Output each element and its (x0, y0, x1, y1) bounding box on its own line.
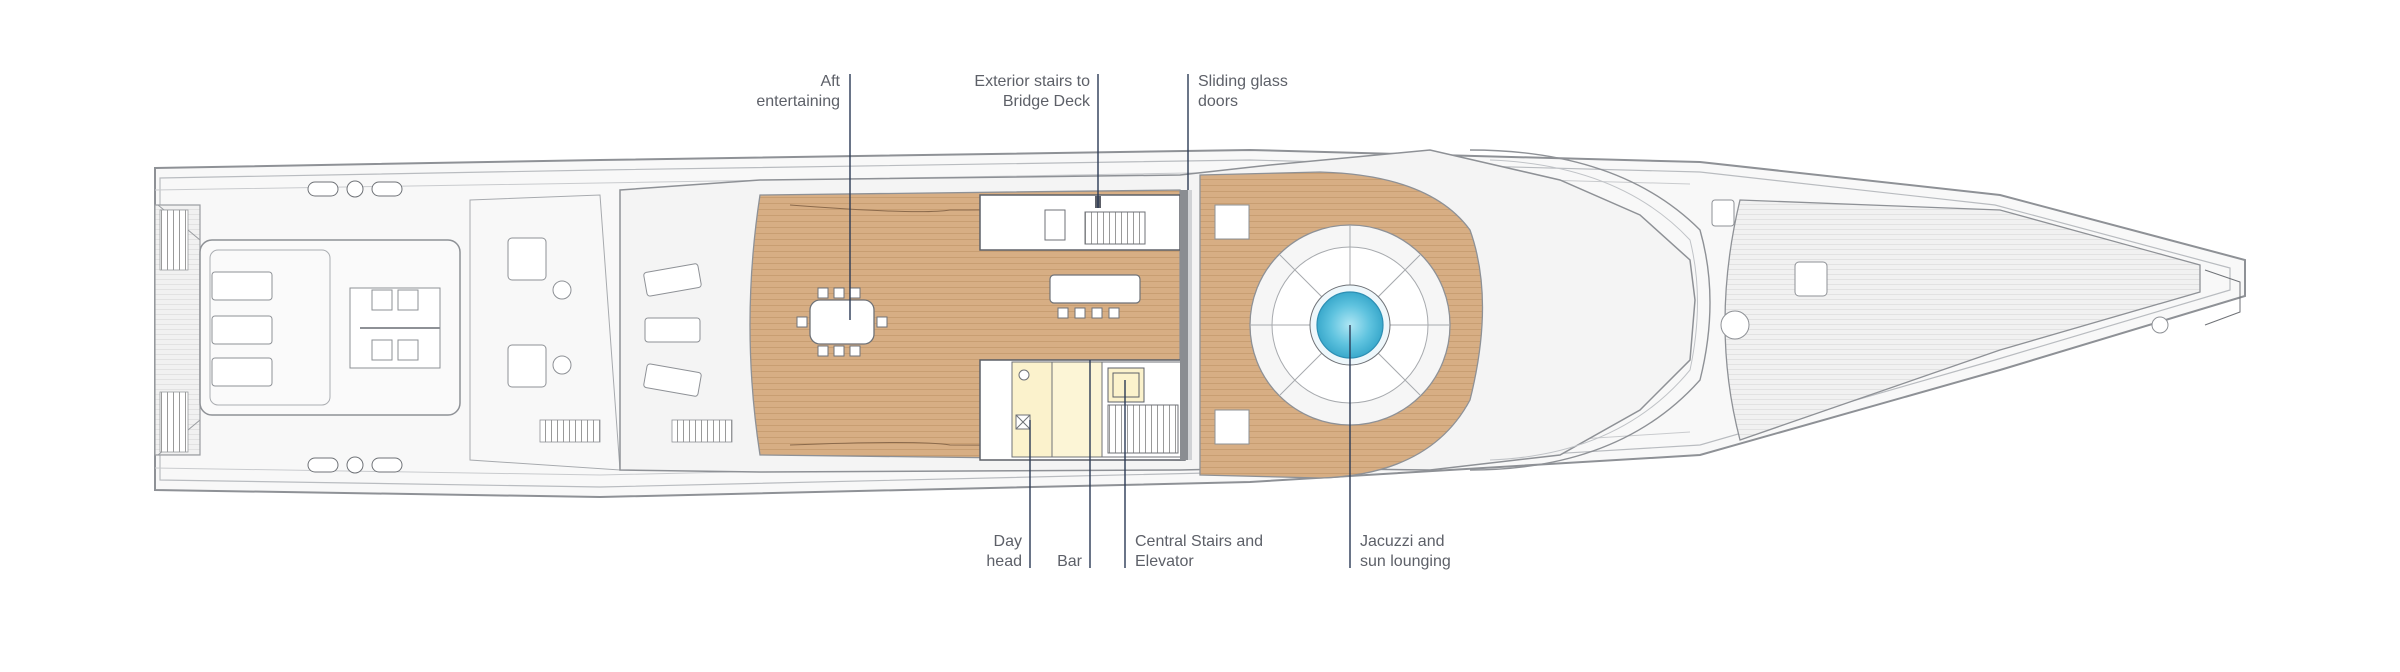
label-line: Exterior stairs to (974, 73, 1090, 90)
label-exterior-stairs: Exterior stairs to Bridge Deck (930, 72, 1090, 112)
label-line: head (986, 553, 1022, 570)
main-superstructure (619, 149, 1711, 479)
label-line: entertaining (756, 93, 840, 110)
label-aft-entertaining: Aft entertaining (705, 72, 840, 112)
label-line: Bridge Deck (1002, 93, 1090, 110)
label-line: Bar (1057, 553, 1082, 570)
label-line: Jacuzzi and (1360, 533, 1445, 550)
foredeck (1711, 199, 2241, 441)
aft-lounge-area (199, 180, 621, 474)
label-central-stairs: Central Stairs and Elevator (1135, 532, 1263, 572)
aft-dining-table (796, 287, 888, 357)
label-line: Aft (820, 73, 840, 90)
label-line: Central Stairs and (1135, 533, 1264, 550)
label-line: Sliding glass (1198, 73, 1288, 90)
label-line: sun lounging (1360, 553, 1451, 570)
label-line: Day (993, 533, 1022, 550)
label-day-head: Day head (920, 532, 1022, 572)
label-line: doors (1198, 93, 1239, 110)
service-block (979, 359, 1186, 461)
sliding-glass-doors (1180, 190, 1192, 460)
deckhouse (979, 194, 1181, 251)
bar-counter (1049, 274, 1141, 319)
label-bar: Bar (1000, 552, 1082, 572)
label-line: Elevator (1135, 553, 1194, 570)
label-jacuzzi: Jacuzzi and sun lounging (1360, 532, 1451, 572)
label-sliding-doors: Sliding glass doors (1198, 72, 1288, 112)
callout-leader-lines (849, 74, 1351, 568)
